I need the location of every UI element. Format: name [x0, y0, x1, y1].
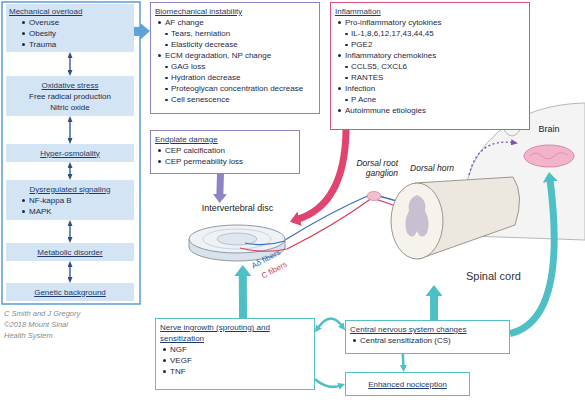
connector: [430, 293, 438, 320]
cause-block: Dysregulated signalingNF-kappa BMAPK: [6, 180, 134, 220]
connector: [69, 166, 70, 176]
connector: [69, 56, 70, 72]
process-box: Central nervous system changesCentral se…: [345, 320, 510, 354]
bullet-item: Trauma: [9, 39, 131, 50]
bullet-item: GAG loss: [155, 61, 315, 72]
left-frame: [2, 2, 140, 304]
bullet-item: Pro-inflammatory cytokines: [335, 17, 525, 28]
bullet-item: Tears, herniation: [155, 28, 315, 39]
bullet-item: RANTES: [335, 72, 525, 83]
box-heading: Central nervous system changes: [350, 324, 505, 335]
box-heading: Biomechanical instability: [155, 6, 315, 17]
box-heading: Mechanical overload: [9, 6, 131, 17]
credit-note: Health System: [4, 331, 144, 341]
bullet-item: NGF: [160, 344, 310, 355]
connector: [402, 354, 405, 367]
cause-block: Oxidative stressFree radical productionN…: [6, 76, 134, 116]
bullet-item: Infection: [335, 83, 525, 94]
node-label: Brain: [518, 124, 580, 135]
cord-shape: [385, 175, 525, 285]
bullet-item: Hydration decrease: [155, 72, 315, 83]
box-heading: Enhanced nociception: [350, 379, 465, 390]
box-heading: Oxidative stress: [9, 80, 131, 91]
connector: [469, 142, 513, 175]
connector: [216, 174, 224, 197]
process-box: Biomechanical instabilityAF changeTears,…: [150, 2, 320, 114]
cause-block: Genetic background: [6, 283, 134, 301]
brain-outline: [524, 145, 574, 167]
bullet-item: TNF: [160, 366, 310, 377]
bullet-item: NF-kappa B: [9, 195, 131, 206]
bullet-item: P Acne: [335, 94, 525, 105]
bullet-item: CEP permeability loss: [155, 156, 295, 167]
bullet-item: AF change: [155, 17, 315, 28]
bullet-item: Central sensitization (CS): [350, 335, 505, 346]
bullet-item: Inflammatory chemokines: [335, 50, 525, 61]
connector: [69, 120, 70, 140]
connector: [315, 379, 340, 387]
anatomy-label: Dorsal root ganglion: [336, 158, 398, 178]
cause-block: Metabolic disorder: [6, 243, 134, 261]
bullet-item: Elasticity decrease: [155, 39, 315, 50]
process-box: Nerve ingrowth (sprouting) and sensitiza…: [155, 318, 315, 390]
box-heading: Nerve ingrowth (sprouting) and sensitiza…: [160, 322, 310, 344]
bullet-item: Autoimmune etiologies: [335, 105, 525, 116]
connector: [318, 319, 342, 329]
box-heading: Genetic background: [9, 287, 131, 298]
anatomy-shape: Spinal cord: [385, 175, 525, 285]
connector: [510, 179, 554, 334]
connector: [69, 224, 70, 239]
process-box: InflammationPro-inflammatory cytokinesIL…: [330, 2, 530, 130]
bullet-item: VEGF: [160, 355, 310, 366]
bullet-item: IL-1,8,6,12,17,43,44,45: [335, 28, 525, 39]
node-label: Spinal cord: [466, 270, 521, 283]
box-heading: Metabolic disorder: [9, 247, 131, 258]
disc-top: [189, 225, 285, 253]
bullet-item: Obesity: [9, 28, 131, 39]
bullet-item: Cell senescence: [155, 94, 315, 105]
credit-note: C Smith and J Gregory: [4, 309, 144, 319]
annulus-ring: [203, 229, 271, 249]
brain-fold: [530, 153, 568, 159]
nucleus: [217, 233, 257, 245]
box-heading: Endplate damage: [155, 134, 295, 145]
bullet-item: MAPK: [9, 206, 131, 217]
bullet-item: CCLS5, CXCL6: [335, 61, 525, 72]
box-heading: Inflammation: [335, 6, 525, 17]
anatomy-label: Dorsal horn: [402, 163, 454, 173]
a-delta-fiber: [245, 241, 285, 245]
node-label: Nitric oxide: [9, 102, 131, 113]
connector: [239, 273, 247, 318]
gray-matter: [405, 195, 428, 237]
box-heading: Hyper-osmolality: [9, 148, 131, 159]
box-heading: Dysregulated signaling: [9, 184, 131, 195]
bullet-item: Overuse: [9, 17, 131, 28]
node-label: Intervertebral disc: [185, 203, 290, 214]
ganglion-symbol: [367, 192, 381, 201]
cause-block: Hyper-osmolality: [6, 144, 134, 162]
bullet-item: Proteoglycan concentration decrease: [155, 83, 315, 94]
anatomy-shape: Brain: [518, 124, 580, 172]
credit-note: ©2018 Mount Sinai: [4, 320, 144, 330]
bullet-item: PGE2: [335, 39, 525, 50]
node-label: Free radical production: [9, 91, 131, 102]
process-box: Endplate damageCEP calcificationCEP perm…: [150, 130, 300, 174]
connector: [134, 27, 143, 36]
bullet-item: ECM degradation, NP change: [155, 50, 315, 61]
connector: [69, 265, 70, 279]
connector: [297, 130, 346, 220]
bullet-item: CEP calcification: [155, 145, 295, 156]
cause-block: Mechanical overloadOveruseObesityTrauma: [6, 4, 134, 52]
cord-section: [391, 183, 443, 259]
process-box: Enhanced nociception: [345, 372, 470, 396]
